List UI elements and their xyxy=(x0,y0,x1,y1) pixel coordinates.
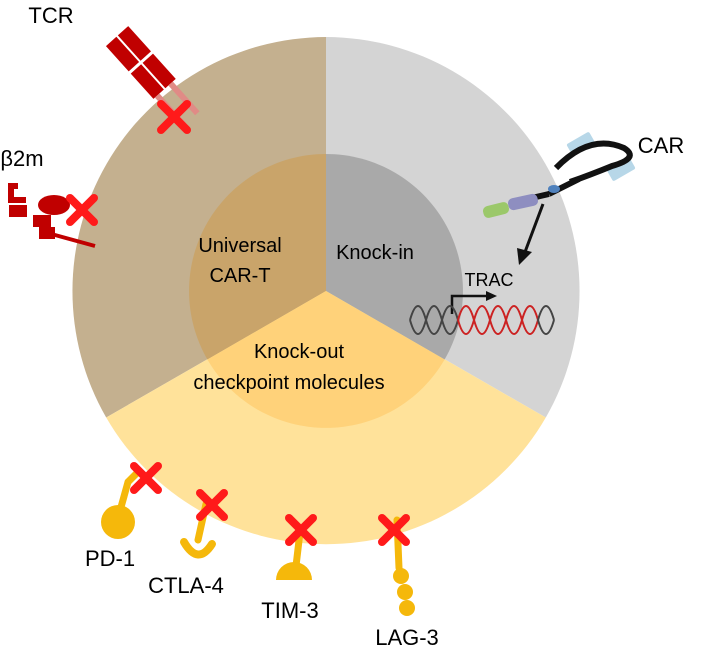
b2m-knockout-cross-icon xyxy=(66,194,98,226)
ctla4-knockout-cross-icon xyxy=(196,489,228,521)
universal-inner-segment xyxy=(189,154,326,360)
pd1-label: PD-1 xyxy=(85,546,135,571)
lag3-label: LAG-3 xyxy=(375,625,439,650)
universal-label-line2: CAR-T xyxy=(209,265,270,287)
tim3-knockout-cross-icon xyxy=(285,514,317,546)
car-label: CAR xyxy=(638,133,684,158)
b2m-label: β2m xyxy=(0,146,43,171)
insertion-arrow-icon xyxy=(517,203,545,265)
knockin-label: Knock-in xyxy=(336,242,414,264)
knockout-inner-segment xyxy=(207,291,445,428)
lag3-knockout-cross-icon xyxy=(378,514,410,546)
knockin-inner-segment xyxy=(326,154,463,360)
dna-helix-icon xyxy=(409,305,555,335)
tim3-receptor-icon xyxy=(276,528,312,580)
ctla4-label: CTLA-4 xyxy=(148,573,224,598)
car-construct-icon xyxy=(482,132,636,218)
tim3-label: TIM-3 xyxy=(261,598,318,623)
tcr-label: TCR xyxy=(28,3,73,28)
universal-label-line1: Universal xyxy=(198,235,281,257)
pd1-receptor-icon xyxy=(101,468,142,539)
tcr-knockout-cross-icon xyxy=(157,100,191,134)
knockout-label-line1: Knock-out xyxy=(254,341,344,363)
trac-label: TRAC xyxy=(465,270,514,290)
b2m-mhc-icon xyxy=(8,183,96,248)
knockout-label-line2: checkpoint molecules xyxy=(193,372,384,394)
pd1-knockout-cross-icon xyxy=(130,462,162,494)
